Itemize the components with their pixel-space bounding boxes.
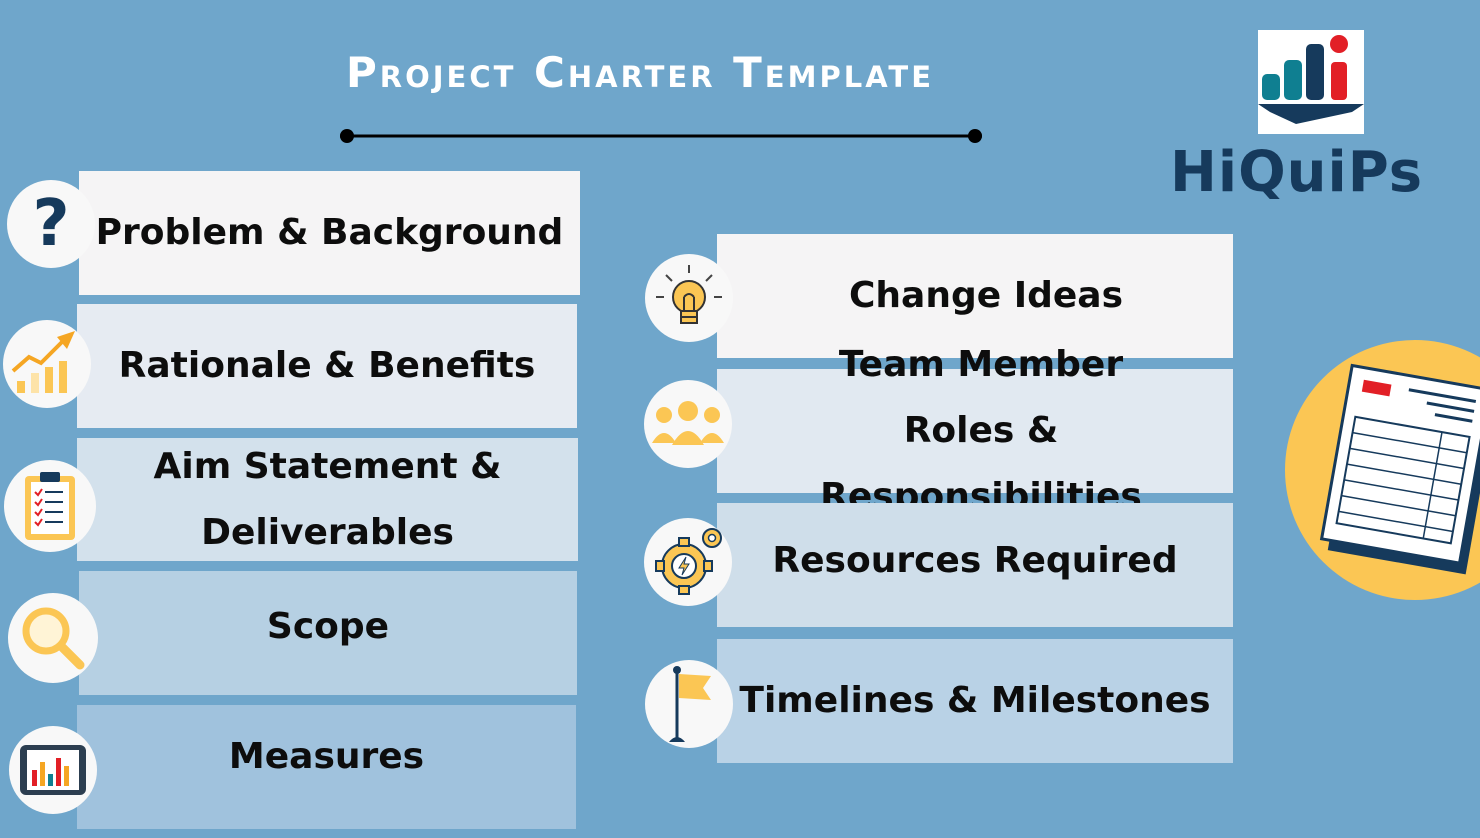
gear-icon [644,518,732,606]
bar-logo-icon [1258,35,1364,124]
page-title: Project Charter Template [346,48,934,97]
flag-icon [645,660,733,748]
card-label: Timelines & Milestones [739,680,1211,721]
card-label: Team Member Roles & Responsibilities [820,344,1142,517]
card-label: Problem & Background [95,212,564,253]
card-label: Change Ideas [849,275,1123,316]
card-label: Resources Required [772,540,1178,581]
card-label: Measures [228,736,425,777]
card-rationale-benefits: Rationale & Benefits [77,304,577,428]
svg-text:?: ? [32,189,69,259]
card-team-roles: Team Member Roles & Responsibilities [717,344,1233,517]
card-problem-background: Problem & Background [79,171,580,295]
question-icon: ? [7,180,95,268]
card-measures: Measures [77,705,576,829]
document-icon [1285,340,1480,600]
brand-logo [1258,30,1364,134]
card-aim-deliverables: Aim Statement & Deliverables [77,438,578,561]
title-divider [340,129,982,143]
card-label: Scope [266,606,390,647]
card-timelines-milestones: Timelines & Milestones [717,639,1233,763]
checklist-clipboard-icon [4,460,96,552]
card-resources-required: Resources Required [717,503,1233,627]
card-label: Aim Statement & Deliverables [153,445,502,553]
team-icon [644,380,732,468]
card-change-ideas: Change Ideas [717,234,1233,358]
magnifier-icon [8,593,98,683]
tablet-chart-icon [9,726,97,814]
card-scope: Scope [79,571,577,695]
lightbulb-icon [645,254,733,342]
card-label: Rationale & Benefits [118,345,536,386]
brand-name: HiQuiPs [1170,140,1424,205]
growth-chart-icon [3,320,91,408]
